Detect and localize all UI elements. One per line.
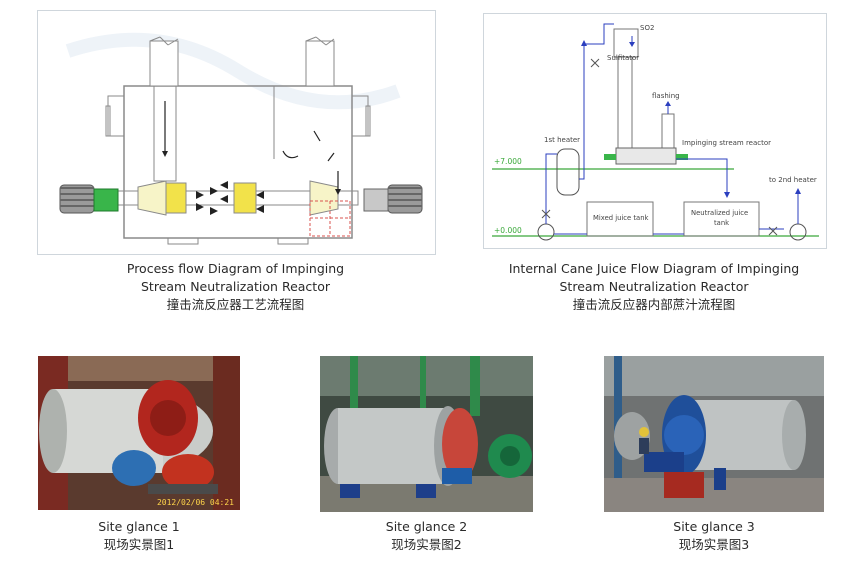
neutralized-tank-label-1: Neutralized juice [691, 209, 748, 217]
process-flow-diagram [37, 10, 436, 255]
sulfitator-label: Sulfitator [607, 54, 639, 62]
site-photo-1: 2012/02/06 04:21 [38, 356, 240, 510]
second-heater-label: to 2nd heater [769, 176, 817, 184]
first-heater-label: 1st heater [544, 136, 580, 144]
photo1-caption: Site glance 1 现场实景图1 [38, 518, 240, 554]
internal-flow-drawing: +7.000 +0.000 SO2 Sulfitator flashing Im… [492, 23, 819, 241]
neutralized-tank-label-2: tank [714, 219, 729, 227]
level-lower-label: +0.000 [494, 226, 522, 235]
photo1-caption-cn: 现场实景图1 [103, 537, 175, 552]
process-flow-drawing [59, 32, 423, 245]
site-photo-3 [604, 356, 824, 512]
photo3-caption-cn: 现场实景图3 [678, 537, 750, 552]
process-caption-en-line1: Process flow Diagram of Impinging [126, 261, 345, 276]
photo2-caption: Site glance 2 现场实景图2 [320, 518, 533, 554]
process-caption-en-line2: Stream Neutralization Reactor [141, 279, 330, 294]
flow-caption-en-line1: Internal Cane Juice Flow Diagram of Impi… [508, 261, 800, 276]
level-upper-label: +7.000 [494, 157, 522, 166]
photo3-caption-en: Site glance 3 [673, 519, 755, 534]
site-photo-2 [320, 356, 533, 512]
reactor-label: Impinging stream reactor [682, 139, 771, 147]
so2-label: SO2 [640, 24, 654, 32]
flow-caption-cn: 撞击流反应器内部蔗汁流程图 [572, 297, 736, 312]
mixed-tank-label: Mixed juice tank [593, 214, 649, 222]
process-caption-cn: 撞击流反应器工艺流程图 [166, 297, 305, 312]
flow-caption-en-line2: Stream Neutralization Reactor [559, 279, 749, 294]
photo1-caption-en: Site glance 1 [98, 519, 180, 534]
flow-diagram-caption: Internal Cane Juice Flow Diagram of Impi… [470, 260, 838, 314]
internal-flow-diagram: +7.000 +0.000 SO2 Sulfitator flashing Im… [483, 13, 827, 249]
process-diagram-caption: Process flow Diagram of Impinging Stream… [37, 260, 434, 314]
photo-timestamp: 2012/02/06 04:21 [156, 498, 234, 507]
flashing-label: flashing [652, 92, 680, 100]
photo2-caption-en: Site glance 2 [385, 519, 468, 534]
photo3-caption: Site glance 3 现场实景图3 [604, 518, 824, 554]
photo2-caption-cn: 现场实景图2 [391, 537, 462, 552]
